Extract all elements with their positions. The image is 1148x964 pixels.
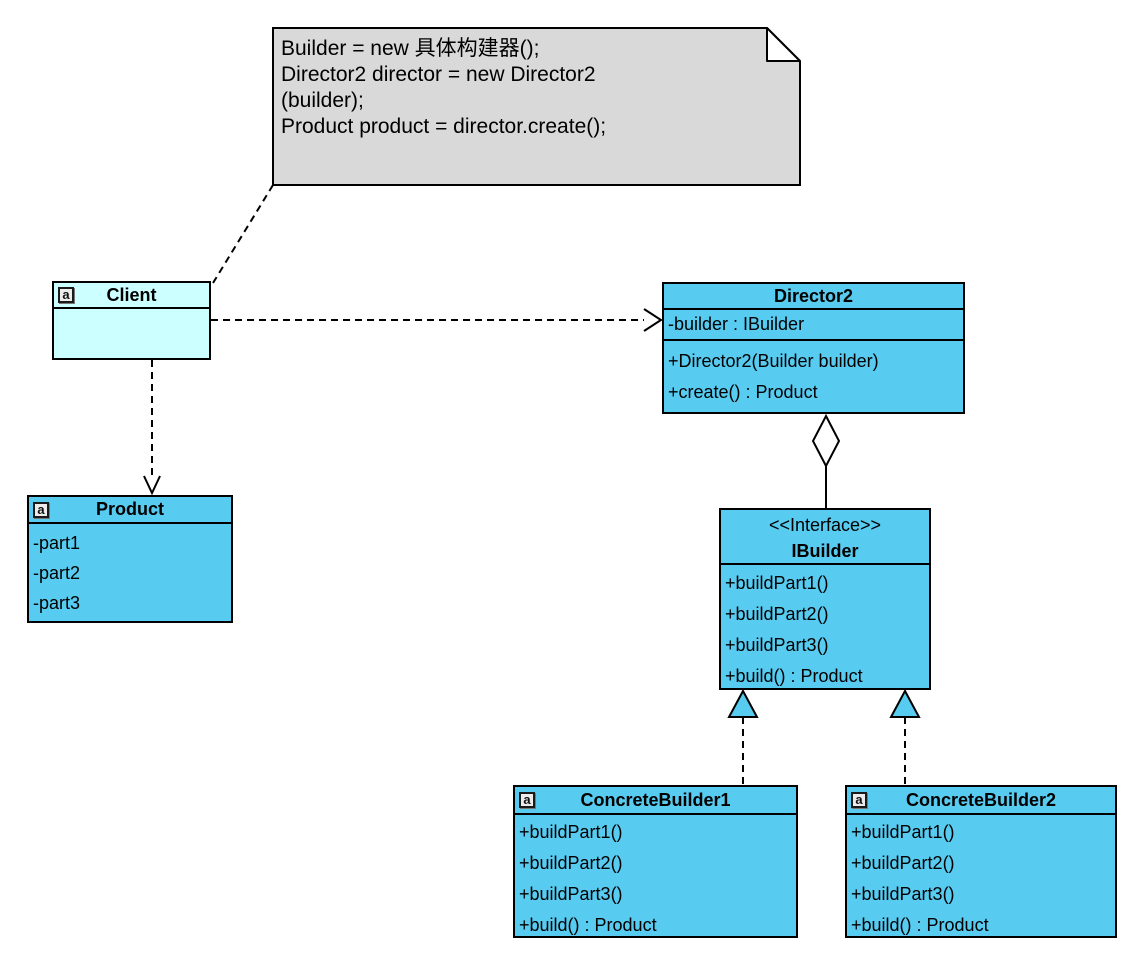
method-row: +buildPart1() — [519, 822, 623, 842]
empty-compartment — [54, 309, 209, 311]
class-marker-icon: a — [58, 287, 74, 303]
note-line: Director2 director = new Director2 — [281, 63, 596, 86]
method-row: +build() : Product — [519, 915, 657, 935]
methods-compartment: +buildPart1() +buildPart2() +buildPart3(… — [847, 815, 1115, 941]
class-concretebuilder1[interactable]: a ConcreteBuilder1 +buildPart1() +buildP… — [513, 785, 798, 938]
class-ibuilder[interactable]: <<Interface>> IBuilder +buildPart1() +bu… — [719, 508, 931, 690]
note-fold-icon — [766, 27, 801, 62]
class-name: IBuilder — [791, 541, 859, 561]
class-title-bar: Director2 — [664, 284, 963, 310]
methods-compartment: +Director2(Builder builder) +create() : … — [664, 341, 963, 408]
aggregation-diamond-icon — [811, 413, 841, 469]
open-arrowhead-icon — [643, 308, 663, 332]
note-line: Product product = director.create(); — [281, 115, 607, 138]
method-row: +buildPart3() — [519, 884, 623, 904]
method-row: +buildPart1() — [851, 822, 955, 842]
class-marker-icon: a — [851, 792, 867, 808]
class-marker-icon: a — [33, 501, 49, 518]
class-title-bar: a Client — [54, 283, 209, 309]
method-row: +build() : Product — [851, 915, 989, 935]
realization-triangle-icon — [889, 688, 921, 718]
realization-triangle-icon — [727, 688, 759, 718]
class-name: ConcreteBuilder2 — [905, 789, 1057, 810]
class-title-bar: a ConcreteBuilder1 — [515, 787, 796, 815]
realization-concretebuilder1-ibuilder[interactable] — [727, 688, 759, 784]
method-row: +buildPart2() — [519, 853, 623, 873]
note-anchor-line[interactable] — [212, 184, 274, 284]
attribute-row: -builder : IBuilder — [668, 314, 805, 334]
method-row: +Director2(Builder builder) — [668, 351, 879, 371]
dependency-client-director2[interactable] — [211, 308, 663, 332]
stereotype-label: <<Interface>> — [768, 515, 882, 535]
note-shape[interactable] — [272, 27, 801, 186]
attribute-row: -part1 — [33, 533, 81, 553]
method-row: +buildPart2() — [725, 604, 829, 624]
class-name: Director2 — [773, 285, 854, 306]
note-code-text[interactable]: Builder = new 具体构建器(); Director2 directo… — [281, 36, 786, 140]
method-row: +buildPart1() — [725, 573, 829, 593]
aggregation-director2-ibuilder[interactable] — [811, 413, 841, 508]
dependency-client-product[interactable] — [143, 360, 161, 496]
class-product[interactable]: a Product -part1 -part2 -part3 — [27, 495, 233, 623]
class-name: Product — [95, 499, 164, 519]
open-arrowhead-icon — [143, 475, 161, 496]
class-name: Client — [106, 284, 157, 305]
method-row: +buildPart3() — [725, 635, 829, 655]
class-concretebuilder2[interactable]: a ConcreteBuilder2 +buildPart1() +buildP… — [845, 785, 1117, 938]
method-row: +build() : Product — [725, 666, 863, 686]
attributes-compartment: -part1 -part2 -part3 — [29, 524, 231, 618]
method-row: +buildPart2() — [851, 853, 955, 873]
class-title-bar: a Product — [29, 497, 231, 524]
class-marker-icon: a — [519, 792, 535, 808]
methods-compartment: +buildPart1() +buildPart2() +buildPart3(… — [721, 565, 929, 692]
class-name: ConcreteBuilder1 — [580, 789, 731, 810]
attribute-row: -part2 — [33, 563, 81, 583]
class-title-bar: <<Interface>> IBuilder — [721, 510, 929, 565]
method-row: +create() : Product — [668, 382, 818, 402]
class-title-bar: a ConcreteBuilder2 — [847, 787, 1115, 815]
note-line: Builder = new 具体构建器(); — [281, 37, 540, 60]
attributes-compartment: -builder : IBuilder — [664, 310, 963, 341]
method-row: +buildPart3() — [851, 884, 955, 904]
class-director2[interactable]: Director2 -builder : IBuilder +Director2… — [662, 282, 965, 414]
attribute-row: -part3 — [33, 593, 81, 613]
methods-compartment: +buildPart1() +buildPart2() +buildPart3(… — [515, 815, 796, 941]
realization-concretebuilder2-ibuilder[interactable] — [889, 688, 921, 784]
class-client[interactable]: a Client — [52, 281, 211, 360]
note-line: (builder); — [281, 89, 364, 112]
